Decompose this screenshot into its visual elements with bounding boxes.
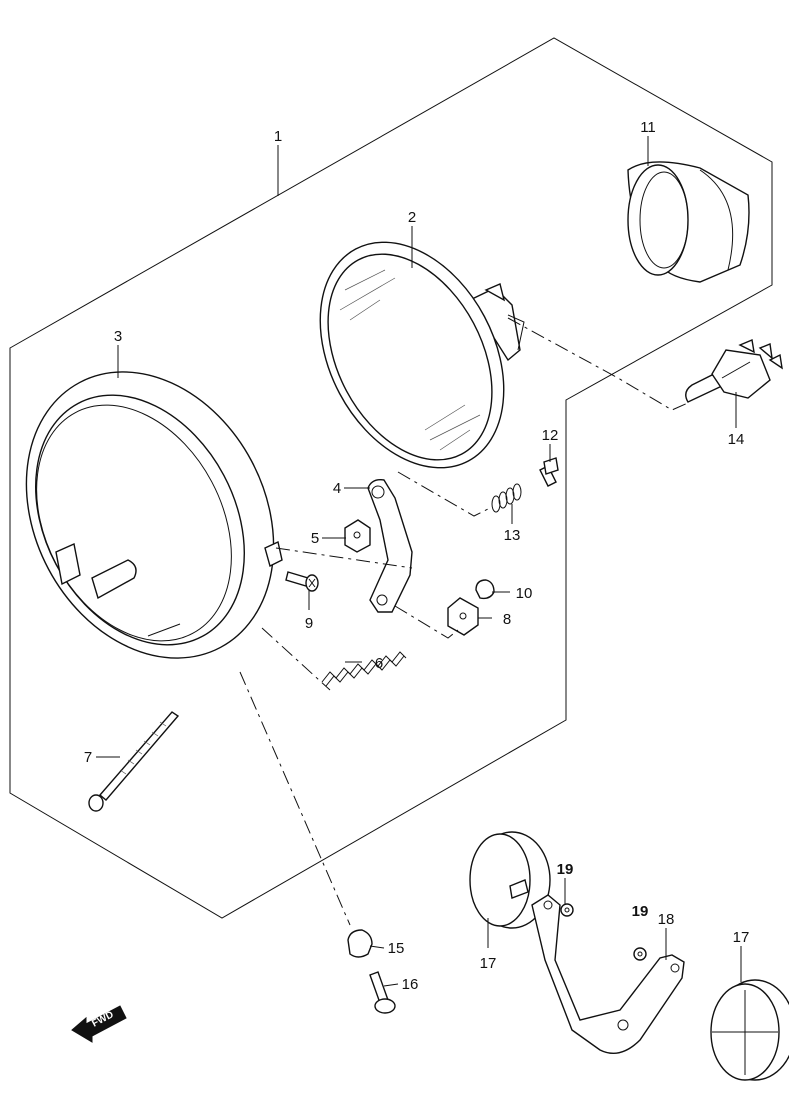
- socket-cover-part-11: [627, 161, 750, 283]
- screw-part-12: [539, 457, 559, 487]
- callout-11: 11: [640, 119, 656, 136]
- nut-part-5: [344, 519, 371, 553]
- cap-nut-part-10: [475, 579, 495, 600]
- spring-part-6: [321, 651, 407, 687]
- callout-1: 1: [274, 128, 282, 145]
- callout-12: 12: [542, 427, 559, 444]
- callout-5: 5: [311, 530, 319, 547]
- assembly-outline: [9, 37, 773, 919]
- callout-14: 14: [728, 431, 745, 448]
- spring-part-13: [491, 483, 522, 513]
- callout-9: 9: [305, 615, 313, 632]
- callout-13: 13: [504, 527, 521, 544]
- assembly-lines: [239, 317, 691, 926]
- callout-2: 2: [408, 209, 416, 226]
- bracket-part-4: [367, 478, 413, 613]
- headlamp-unit-part-2: [319, 241, 525, 469]
- nut-part-19-b: [633, 947, 647, 961]
- stay-bracket-part-18: [531, 894, 685, 1054]
- callout-7: 7: [84, 749, 92, 766]
- callout-6: 6: [375, 655, 383, 672]
- callout-15: 15: [388, 940, 405, 957]
- callout-8: 8: [503, 611, 511, 628]
- callout-19-a: 19: [557, 861, 574, 878]
- nut-part-19-a: [560, 903, 574, 917]
- callout-16: 16: [402, 976, 419, 993]
- cap-part-17-left: [469, 831, 551, 929]
- callout-17-right: 17: [733, 929, 750, 946]
- callout-10: 10: [516, 585, 533, 602]
- grommet-part-15: [347, 929, 373, 958]
- bolt-part-16: [369, 971, 396, 1014]
- bulb-part-14: [685, 339, 783, 403]
- headlamp-rim-part-3: [25, 371, 283, 659]
- callout-4: 4: [333, 480, 341, 497]
- leader-lines: [96, 136, 742, 987]
- callout-labels: 1 2 3 4 5 6 7 8 9 10 11 12 13 14 15 16 1…: [84, 119, 750, 993]
- screw-part-9: [285, 571, 319, 592]
- forward-direction-badge: FWD: [71, 1005, 127, 1043]
- callout-17-left: 17: [480, 955, 497, 972]
- adjusting-screw-part-7: [88, 711, 180, 812]
- callout-18: 18: [658, 911, 675, 928]
- adjuster-nut-part-8: [447, 597, 479, 636]
- callout-19-b: 19: [632, 903, 649, 920]
- callout-3: 3: [114, 328, 122, 345]
- cap-part-17-right: [710, 979, 789, 1081]
